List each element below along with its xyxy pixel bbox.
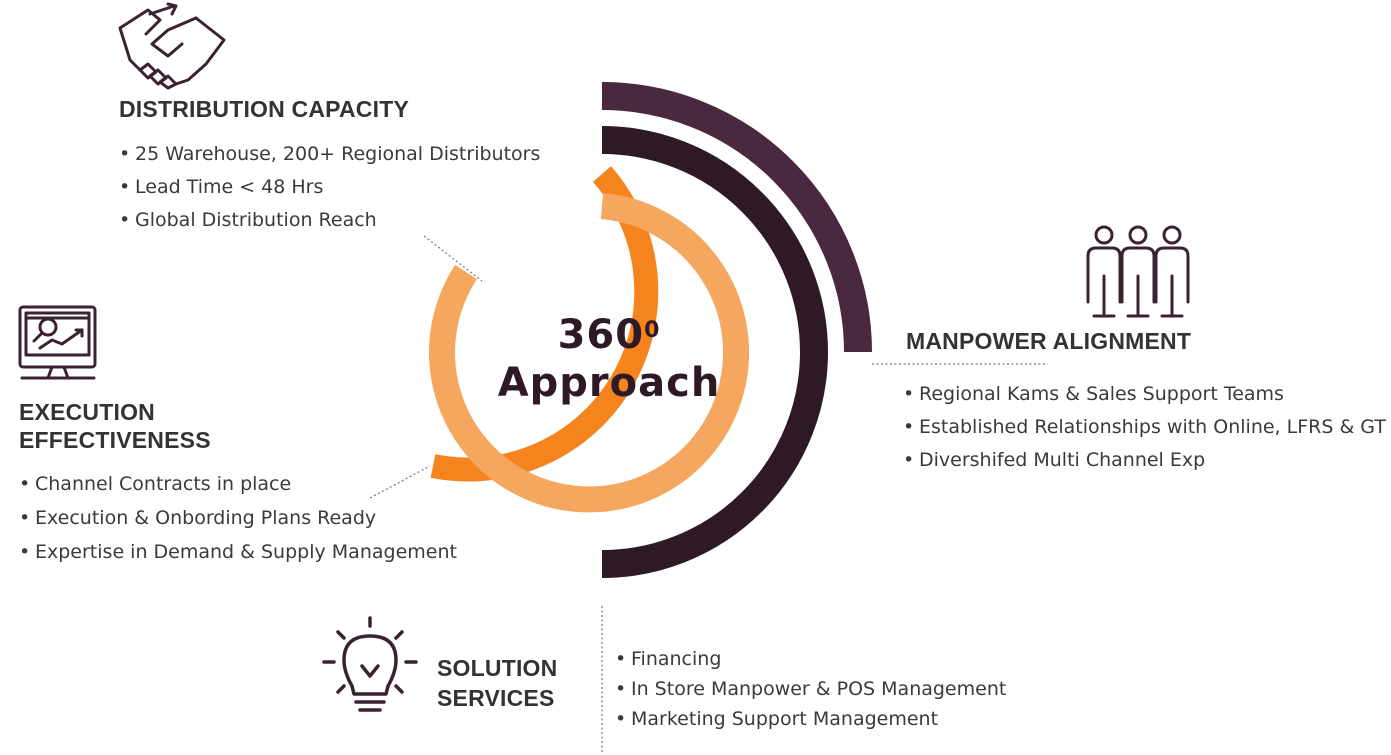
list-item: In Store Manpower & POS Management bbox=[615, 674, 1006, 704]
ring-distribution bbox=[429, 193, 750, 513]
list-item: Established Relationships with Online, L… bbox=[903, 411, 1386, 444]
ring-solution bbox=[601, 126, 828, 578]
center-label: 3600 Approach bbox=[497, 312, 721, 408]
lightbulb-icon bbox=[322, 616, 418, 712]
manpower-heading: MANPOWER ALIGNMENT bbox=[906, 328, 1192, 354]
ring-manpower bbox=[601, 82, 872, 353]
list-item: Channel Contracts in place bbox=[19, 467, 457, 501]
list-item: Lead Time < 48 Hrs bbox=[119, 171, 540, 204]
execution-heading-line1: EXECUTION bbox=[19, 399, 155, 425]
solution-heading-line2: SERVICES bbox=[437, 685, 555, 711]
execution-heading-line2: EFFECTIVENESS bbox=[19, 427, 211, 453]
list-item: Execution & Onbording Plans Ready bbox=[19, 501, 457, 535]
list-item: Expertise in Demand & Supply Management bbox=[19, 535, 457, 569]
degree-superscript: 0 bbox=[644, 318, 661, 343]
list-item: Divershifed Multi Channel Exp bbox=[903, 444, 1386, 477]
handshake-icon bbox=[118, 2, 226, 90]
list-item: Financing bbox=[615, 644, 1006, 674]
distribution-list: 25 Warehouse, 200+ Regional Distributors… bbox=[119, 138, 540, 237]
list-item: Marketing Support Management bbox=[615, 704, 1006, 734]
execution-list: Channel Contracts in place Execution & O… bbox=[19, 467, 457, 569]
connector-distribution bbox=[423, 235, 483, 282]
center-title: 3600 bbox=[497, 312, 721, 358]
team-people-icon bbox=[1086, 225, 1190, 318]
solution-heading: SOLUTION SERVICES bbox=[437, 653, 557, 713]
center-title-number: 360 bbox=[557, 312, 645, 358]
execution-heading: EXECUTION EFFECTIVENESS bbox=[19, 398, 211, 454]
solution-list: Financing In Store Manpower & POS Manage… bbox=[615, 644, 1006, 734]
manpower-list: Regional Kams & Sales Support Teams Esta… bbox=[903, 378, 1386, 477]
center-subtitle: Approach bbox=[497, 360, 721, 406]
list-item: Regional Kams & Sales Support Teams bbox=[903, 378, 1386, 411]
solution-heading-line1: SOLUTION bbox=[437, 655, 558, 681]
list-item: 25 Warehouse, 200+ Regional Distributors bbox=[119, 138, 540, 171]
list-item: Global Distribution Reach bbox=[119, 204, 540, 237]
monitor-analytics-icon bbox=[18, 305, 97, 380]
distribution-heading: DISTRIBUTION CAPACITY bbox=[119, 96, 409, 122]
